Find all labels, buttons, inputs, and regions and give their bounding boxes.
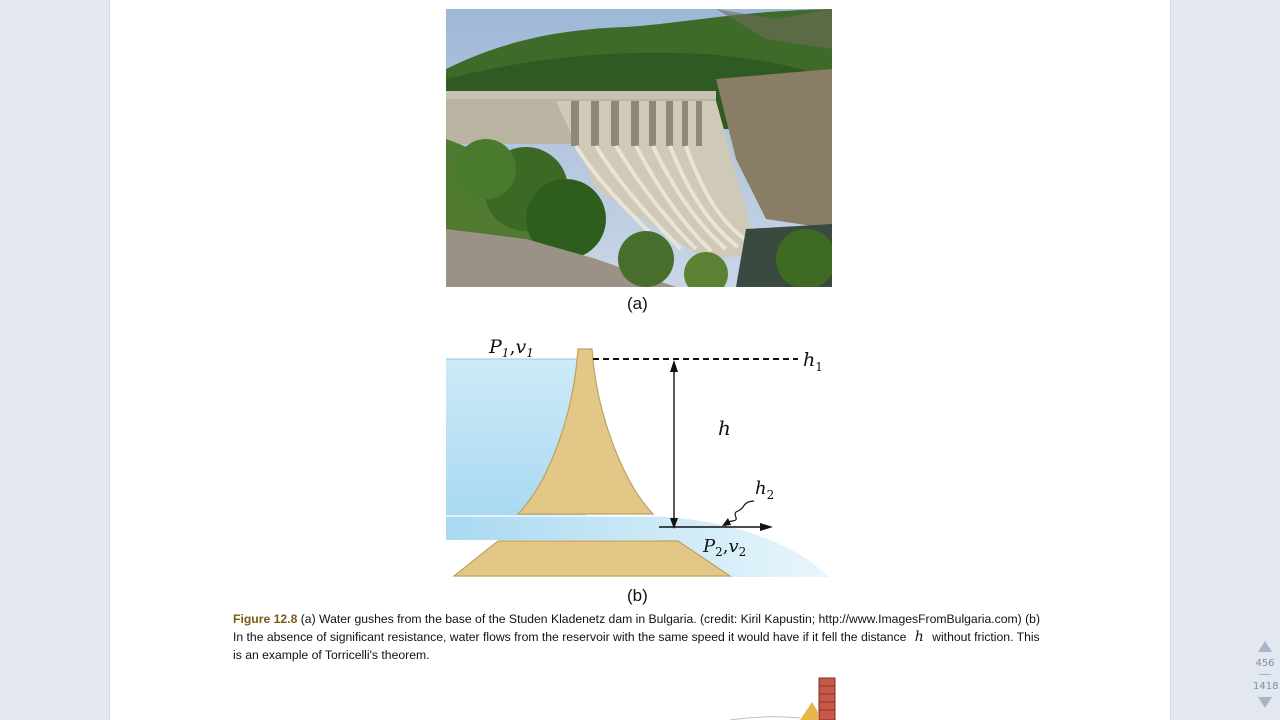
outflow-jet [446,516,829,577]
torricelli-diagram: P1,v1 h1 h h2 P2,v2 [446,336,829,577]
p1-v1-label: P1,v1 [488,336,534,360]
panel-a-label: (a) [627,294,648,313]
next-figure-partial [729,677,836,720]
page-up-icon[interactable] [1258,641,1272,652]
page-separator [1259,674,1271,675]
dam-photo-image [446,9,832,287]
figure-number: Figure 12.8 [233,612,298,626]
caption-text-part2: without friction. This is an example of … [233,630,1040,663]
h2-label: h2 [755,478,774,502]
panel-b-label: (b) [627,586,648,605]
caption-variable: h [914,629,924,646]
h-arrow-head-top [670,360,678,372]
page-navigator: 456 1418 [1253,636,1279,714]
page-down-icon[interactable] [1258,697,1272,708]
h1-label: h1 [803,349,823,374]
dam-photograph [446,9,832,287]
dam-upper [516,348,655,515]
p2-v2-label: P2,v2 [702,536,746,559]
dam-base [452,540,732,577]
caption-text-part1: (a) Water gushes from the base of the St… [233,612,1040,645]
h-arrow-head-bottom [670,518,678,529]
h-label: h [718,416,731,440]
total-pages: 1418 [1253,681,1279,692]
outflow-arrow-head [760,523,773,531]
figure-caption: Figure 12.8 (a) Water gushes from the ba… [233,610,1043,665]
current-page-number[interactable]: 456 [1255,658,1275,669]
